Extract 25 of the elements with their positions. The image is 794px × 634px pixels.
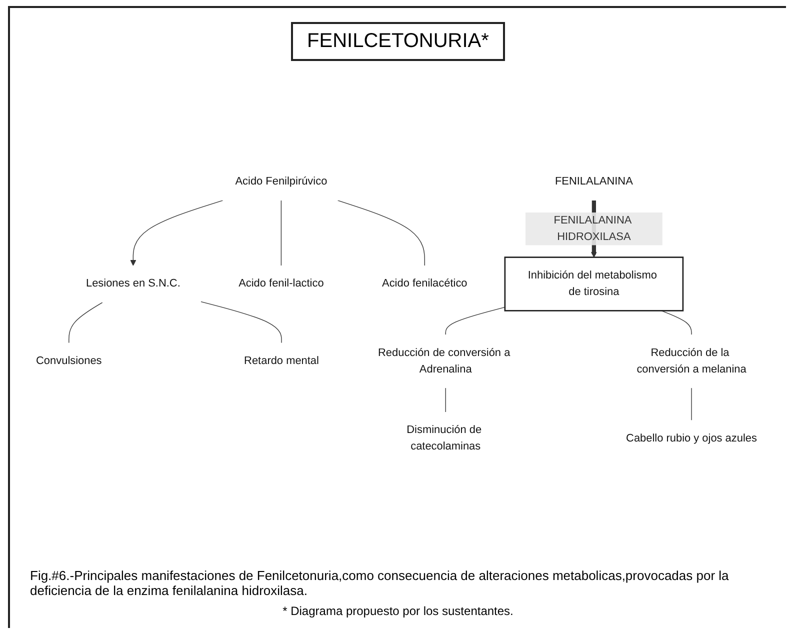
- connector: [660, 310, 692, 336]
- connector: [337, 200, 425, 266]
- node-text: Acido fenilacético: [382, 278, 468, 290]
- node-box: Inhibición del metabolismo de tirosina: [504, 256, 684, 312]
- arrow: [130, 200, 224, 266]
- note: * Diagrama propuesto por los sustentantes.: [282, 604, 514, 618]
- node-text: Acido fenil-lactico: [238, 278, 324, 290]
- node-text: Disminución de catecolaminas: [406, 424, 482, 452]
- node-text: Acido Fenilpirúvico: [235, 176, 328, 188]
- node-text: FENILALANINA: [554, 176, 633, 188]
- title-box: FENILCETONURIA*: [291, 22, 505, 61]
- connector: [280, 200, 282, 266]
- connector: [200, 301, 282, 344]
- connector: [68, 302, 103, 344]
- node-text: Convulsiones: [36, 355, 102, 367]
- node-text: Reducción de la conversión a melanina: [636, 347, 746, 376]
- caption: Fig.#6.-Principales manifestaciones de Fenilcetonuria,como consecuencia de alteraciones metabolicas,provocadas por la deficiencia de la enzima fenilalanina hidroxilasa.: [29, 568, 730, 598]
- node-text: Reducción de conversión a Adrenalina: [378, 347, 510, 376]
- edge-label: FENILALANINA HIDROXILASA: [554, 214, 632, 243]
- connector: [691, 388, 692, 421]
- node-text: Cabello rubio y ojos azules: [626, 432, 757, 444]
- node-text: Lesiones en S.N.C.: [86, 278, 180, 290]
- connector: [445, 388, 446, 412]
- connector: [445, 306, 506, 336]
- node-text: Retardo mental: [244, 355, 319, 367]
